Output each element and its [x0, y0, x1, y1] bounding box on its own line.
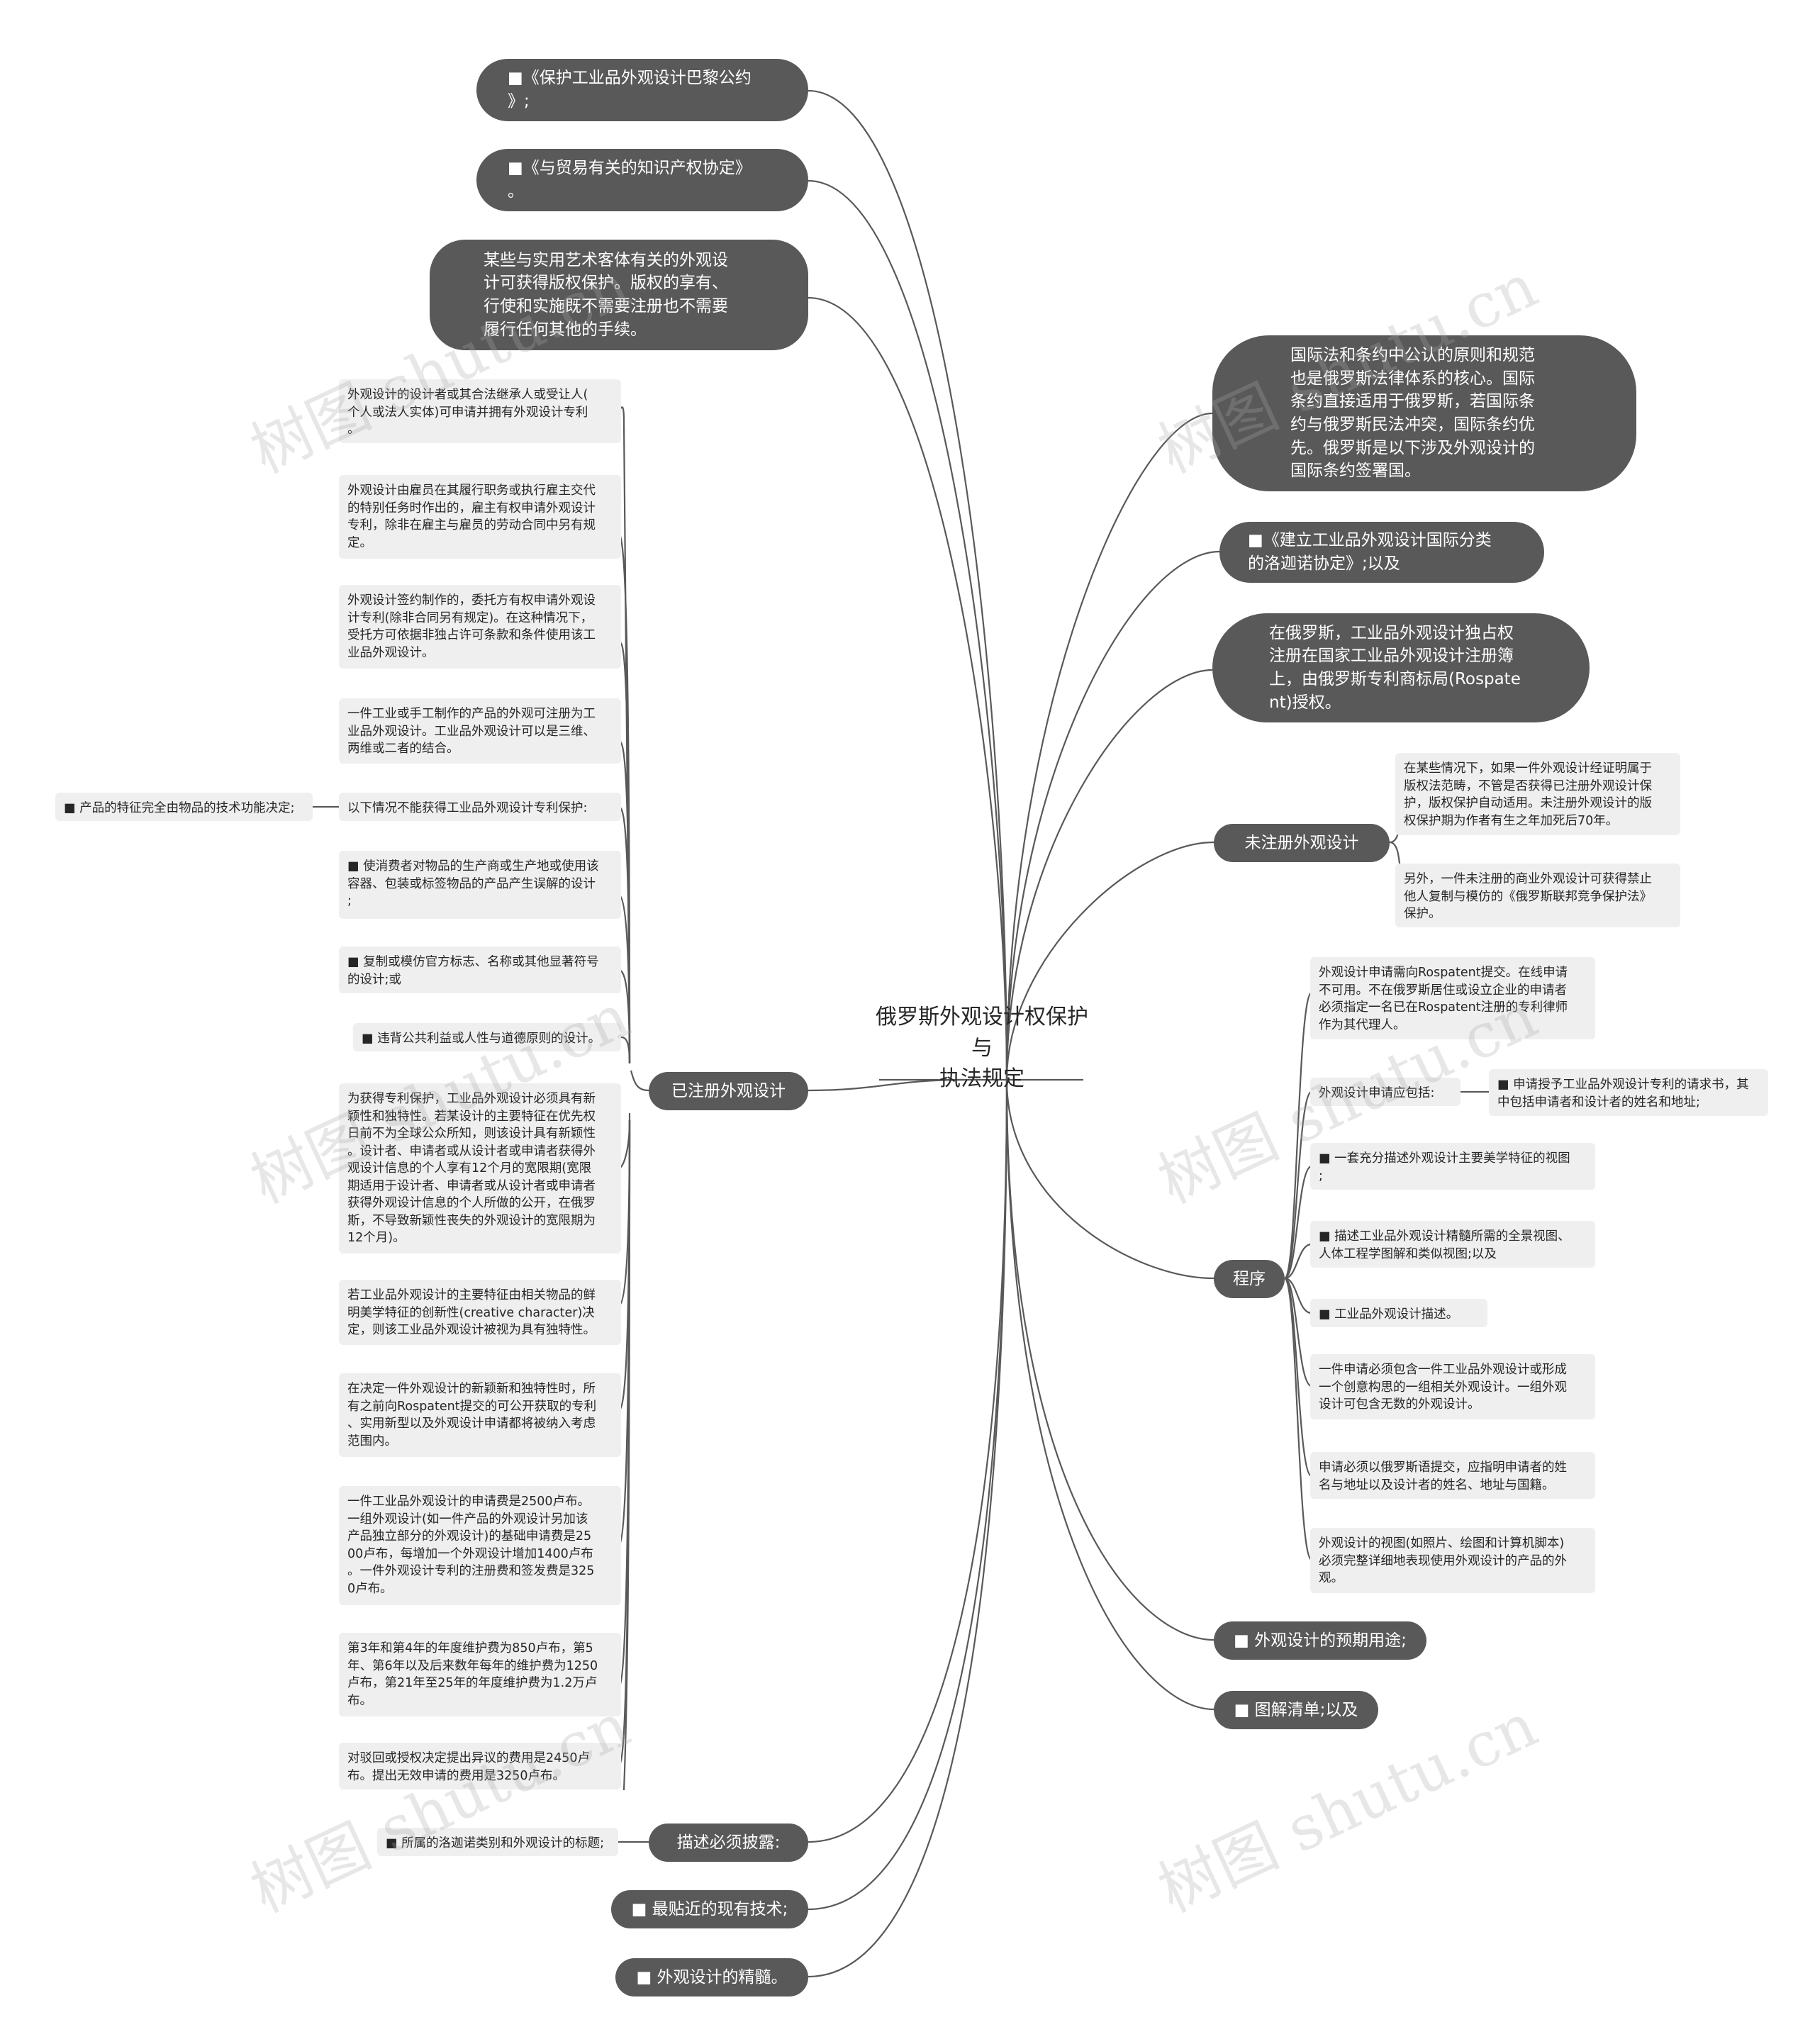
leaf-applicant-rights: 外观设计的设计者或其合法继承人或受让人( 个人或法人实体)可申请并拥有外观设计专…: [339, 379, 621, 443]
leaf-copyright-unregistered: 在某些情况下，如果一件外观设计经证明属于 版权法范畴，不管是否获得已注册外观设计…: [1395, 753, 1680, 835]
leaf-public-interest: ■ 违背公共利益或人性与道德原则的设计。: [353, 1023, 621, 1051]
leaf-individual-character: 若工业品外观设计的主要特征由相关物品的鲜 明美学特征的创新性(creative …: [339, 1280, 621, 1345]
node-registered-designs[interactable]: 已注册外观设计: [649, 1072, 808, 1110]
leaf-opposition-fees: 对驳回或授权决定提出异议的费用是2450卢 布。提出无效申请的费用是3250卢布…: [339, 1743, 621, 1789]
node-disclosure[interactable]: 描述必须披露:: [649, 1824, 808, 1862]
node-unregistered-designs[interactable]: 未注册外观设计: [1214, 824, 1390, 862]
leaf-competition-law: 另外，一件未注册的商业外观设计可获得禁止 他人复制与模仿的《俄罗斯联邦竞争保护法…: [1395, 864, 1680, 927]
leaf-aesthetic-views: ■ 一套充分描述外观设计主要美学特征的视图 ;: [1310, 1143, 1595, 1190]
leaf-panoramic-views: ■ 描述工业品外观设计精髓所需的全景视图、 人体工程学图解和类似视图;以及: [1310, 1221, 1595, 1268]
leaf-design-description: ■ 工业品外观设计描述。: [1310, 1299, 1487, 1327]
node-design-essence[interactable]: ■ 外观设计的精髓。: [615, 1958, 808, 1996]
node-drawings-list[interactable]: ■ 图解清单;以及: [1214, 1691, 1378, 1729]
node-international-law[interactable]: 国际法和条约中公认的原则和规范 也是俄罗斯法律体系的核心。国际 条约直接适用于俄…: [1212, 335, 1636, 491]
leaf-design-group: 一件申请必须包含一件工业品外观设计或形成 一个创意构思的一组相关外观设计。一组外…: [1310, 1354, 1595, 1419]
node-procedure[interactable]: 程序: [1214, 1260, 1285, 1298]
leaf-design-views: 外观设计的视图(如照片、绘图和计算机脚本) 必须完整详细地表现使用外观设计的产品…: [1310, 1528, 1595, 1593]
leaf-employee-design: 外观设计由雇员在其履行职务或执行雇主交代 的特别任务时作出的，雇主有权申请外观设…: [339, 475, 621, 559]
root-topic: 俄罗斯外观设计权保护与 执法规定: [876, 1005, 1088, 1091]
leaf-locarno-class-title: ■ 所属的洛迦诺类别和外观设计的标题;: [377, 1828, 618, 1856]
node-exclusive-right[interactable]: 在俄罗斯，工业品外观设计独占权 注册在国家工业品外观设计注册簿 上，由俄罗斯专利…: [1212, 613, 1590, 722]
leaf-grant-request: ■ 申请授予工业品外观设计专利的请求书，其 中包括申请者和设计者的姓名和地址;: [1489, 1069, 1768, 1116]
leaf-russian-language: 申请必须以俄罗斯语提交，应指明申请者的姓 名与地址以及设计者的姓名、地址与国籍。: [1310, 1452, 1595, 1499]
leaf-commissioned-design: 外观设计签约制作的，委托方有权申请外观设 计专利(除非合同另有规定)。在这种情况…: [339, 585, 621, 669]
node-prior-art[interactable]: ■ 最贴近的现有技术;: [611, 1890, 808, 1928]
leaf-registrable-appearance: 一件工业或手工制作的产品的外观可注册为工 业品外观设计。工业品外观设计可以是三维…: [339, 698, 621, 764]
leaf-prior-applications: 在决定一件外观设计的新颖新和独特性时，所 有之前向Rospatent提交的可公开…: [339, 1373, 621, 1457]
leaf-technical-function: ■ 产品的特征完全由物品的技术功能决定;: [55, 793, 313, 821]
leaf-misleading-design: ■ 使消费者对物品的生产商或生产地或使用该 容器、包装或标签物品的产品产生误解的…: [339, 851, 621, 919]
node-paris-convention[interactable]: ■《保护工业品外观设计巴黎公约 》;: [476, 59, 808, 121]
leaf-application-contents: 外观设计申请应包括:: [1310, 1078, 1461, 1106]
node-intended-use[interactable]: ■ 外观设计的预期用途;: [1214, 1621, 1426, 1660]
node-trips-agreement[interactable]: ■《与贸易有关的知识产权协定》 。: [476, 149, 808, 211]
leaf-official-symbols: ■ 复制或模仿官方标志、名称或其他显著符号 的设计;或: [339, 946, 621, 993]
node-copyright-protection[interactable]: 某些与实用艺术客体有关的外观设 计可获得版权保护。版权的享有、 行使和实施既不需…: [430, 240, 808, 350]
leaf-filing-with-rospatent: 外观设计申请需向Rospatent提交。在线申请 不可用。不在俄罗斯居住或设立企…: [1310, 957, 1595, 1039]
node-locarno-agreement[interactable]: ■《建立工业品外观设计国际分类 的洛迦诺协定》;以及: [1219, 522, 1544, 583]
leaf-application-fees: 一件工业品外观设计的申请费是2500卢布。 一组外观设计(如一件产品的外观设计另…: [339, 1486, 621, 1605]
leaf-exclusions-intro: 以下情况不能获得工业品外观设计专利保护:: [339, 793, 621, 821]
leaf-maintenance-fees: 第3年和第4年的年度维护费为850卢布，第5 年、第6年以及后来数年每年的维护费…: [339, 1633, 621, 1716]
leaf-novelty-grace-period: 为获得专利保护，工业品外观设计必须具有新 颖性和独特性。若某设计的主要特征在优先…: [339, 1083, 621, 1253]
